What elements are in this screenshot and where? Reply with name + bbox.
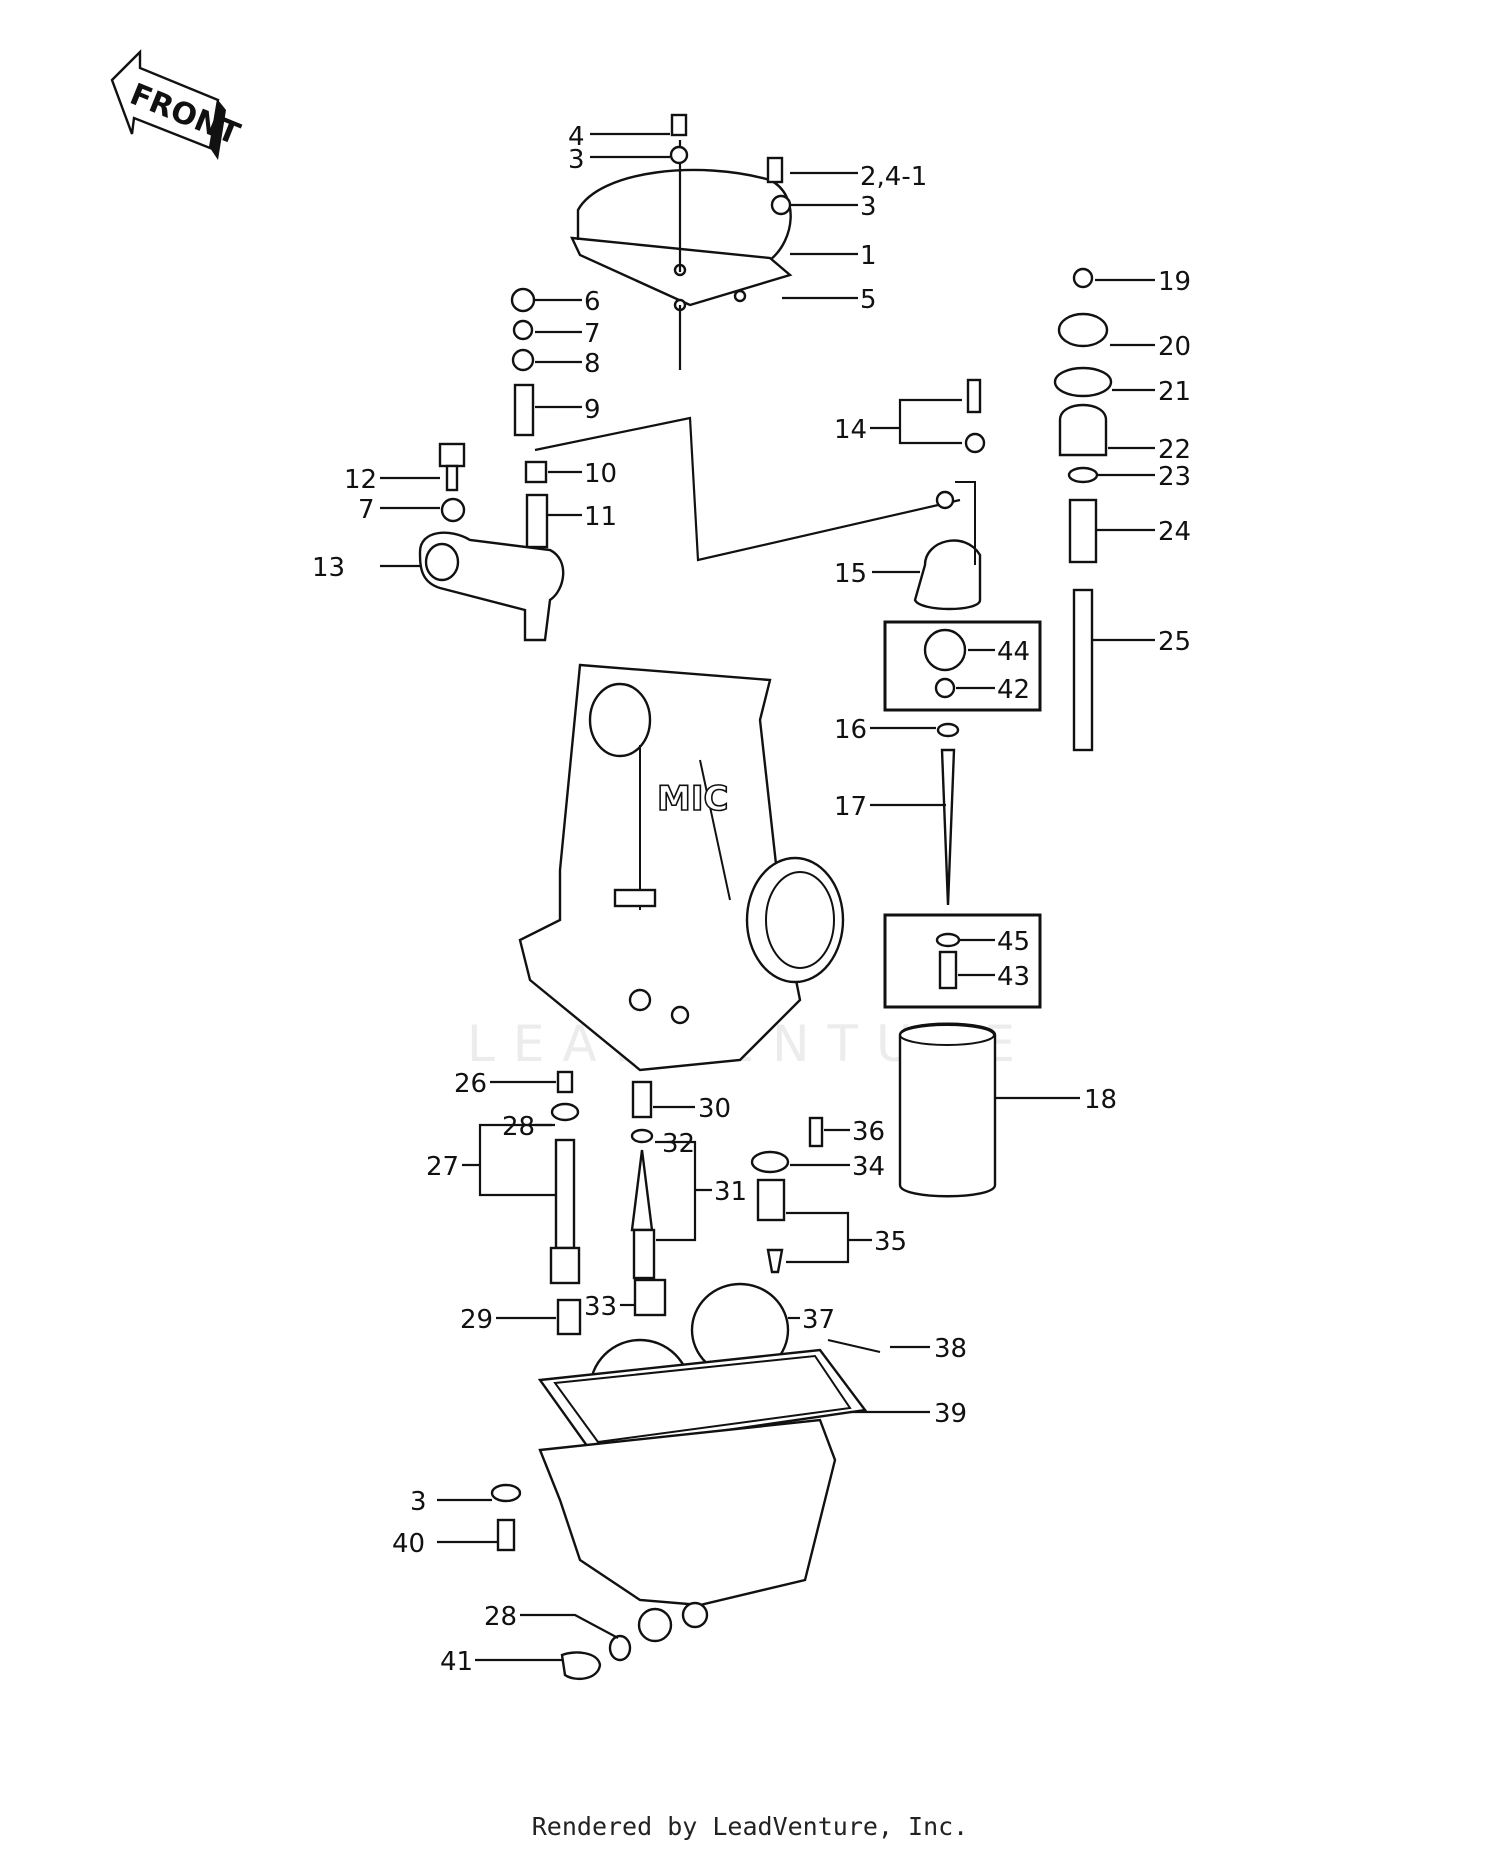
callout-label: 3 bbox=[568, 145, 585, 175]
callout-label: 8 bbox=[584, 349, 601, 379]
callout-label: 36 bbox=[852, 1117, 885, 1147]
callout-labels: 4 3 2,4-1 3 1 5 6 7 8 9 10 11 12 7 13 14… bbox=[312, 122, 1191, 1677]
callout-label: 3 bbox=[410, 1487, 427, 1517]
callout-label: 14 bbox=[834, 415, 867, 445]
callout-label: 23 bbox=[1158, 462, 1191, 492]
callout-label: 45 bbox=[997, 927, 1030, 957]
leader-lines bbox=[380, 132, 1155, 1662]
callout-label: 30 bbox=[698, 1094, 731, 1124]
callout-label: 18 bbox=[1084, 1085, 1117, 1115]
callout-label: 2,4-1 bbox=[860, 162, 927, 192]
callout-label: 12 bbox=[344, 465, 377, 495]
callout-label: 39 bbox=[934, 1399, 967, 1429]
callout-label: 13 bbox=[312, 553, 345, 583]
callout-label: 26 bbox=[454, 1069, 487, 1099]
callout-label: 38 bbox=[934, 1334, 967, 1364]
callout-label: 19 bbox=[1158, 267, 1191, 297]
callout-label: 42 bbox=[997, 675, 1030, 705]
callout-label: 16 bbox=[834, 715, 867, 745]
callout-label: 7 bbox=[584, 319, 601, 349]
callout-label: 40 bbox=[392, 1529, 425, 1559]
callout-label: 11 bbox=[584, 502, 617, 532]
callout-label: 37 bbox=[802, 1305, 835, 1335]
callout-label: 41 bbox=[440, 1647, 473, 1677]
callout-label: 17 bbox=[834, 792, 867, 822]
callout-label: 7 bbox=[358, 495, 375, 525]
callout-label: 32 bbox=[662, 1129, 695, 1159]
callout-label: 29 bbox=[460, 1305, 493, 1335]
callout-label: 3 bbox=[860, 192, 877, 222]
parts-box-44-42 bbox=[883, 620, 1042, 712]
callout-label: 31 bbox=[714, 1177, 747, 1207]
callout-label: 28 bbox=[484, 1602, 517, 1632]
callout-label: 15 bbox=[834, 559, 867, 589]
parts-box-45-43 bbox=[883, 913, 1042, 1009]
callout-label: 20 bbox=[1158, 332, 1191, 362]
callout-label: 43 bbox=[997, 962, 1030, 992]
front-arrow-icon: FRONT bbox=[110, 49, 245, 160]
callout-label: 28 bbox=[502, 1112, 535, 1142]
callout-label: 21 bbox=[1158, 377, 1191, 407]
callout-label: 27 bbox=[426, 1152, 459, 1182]
callout-label: 35 bbox=[874, 1227, 907, 1257]
callout-label: 22 bbox=[1158, 435, 1191, 465]
callout-label: 34 bbox=[852, 1152, 885, 1182]
callout-label: 4 bbox=[568, 122, 585, 152]
callout-label: 5 bbox=[860, 285, 877, 315]
callout-label: 10 bbox=[584, 459, 617, 489]
callout-label: 24 bbox=[1158, 517, 1191, 547]
callout-label: 6 bbox=[584, 287, 601, 317]
body-marking: MIC bbox=[657, 779, 728, 819]
callout-label: 25 bbox=[1158, 627, 1191, 657]
top-cover bbox=[570, 168, 793, 312]
callout-label: 33 bbox=[584, 1292, 617, 1322]
callout-label: 9 bbox=[584, 395, 601, 425]
footer-credit: Rendered by LeadVenture, Inc. bbox=[531, 1812, 969, 1841]
callout-label: 1 bbox=[860, 241, 877, 271]
carburetor-body: MIC bbox=[518, 663, 845, 1072]
callout-label: 44 bbox=[997, 637, 1030, 667]
